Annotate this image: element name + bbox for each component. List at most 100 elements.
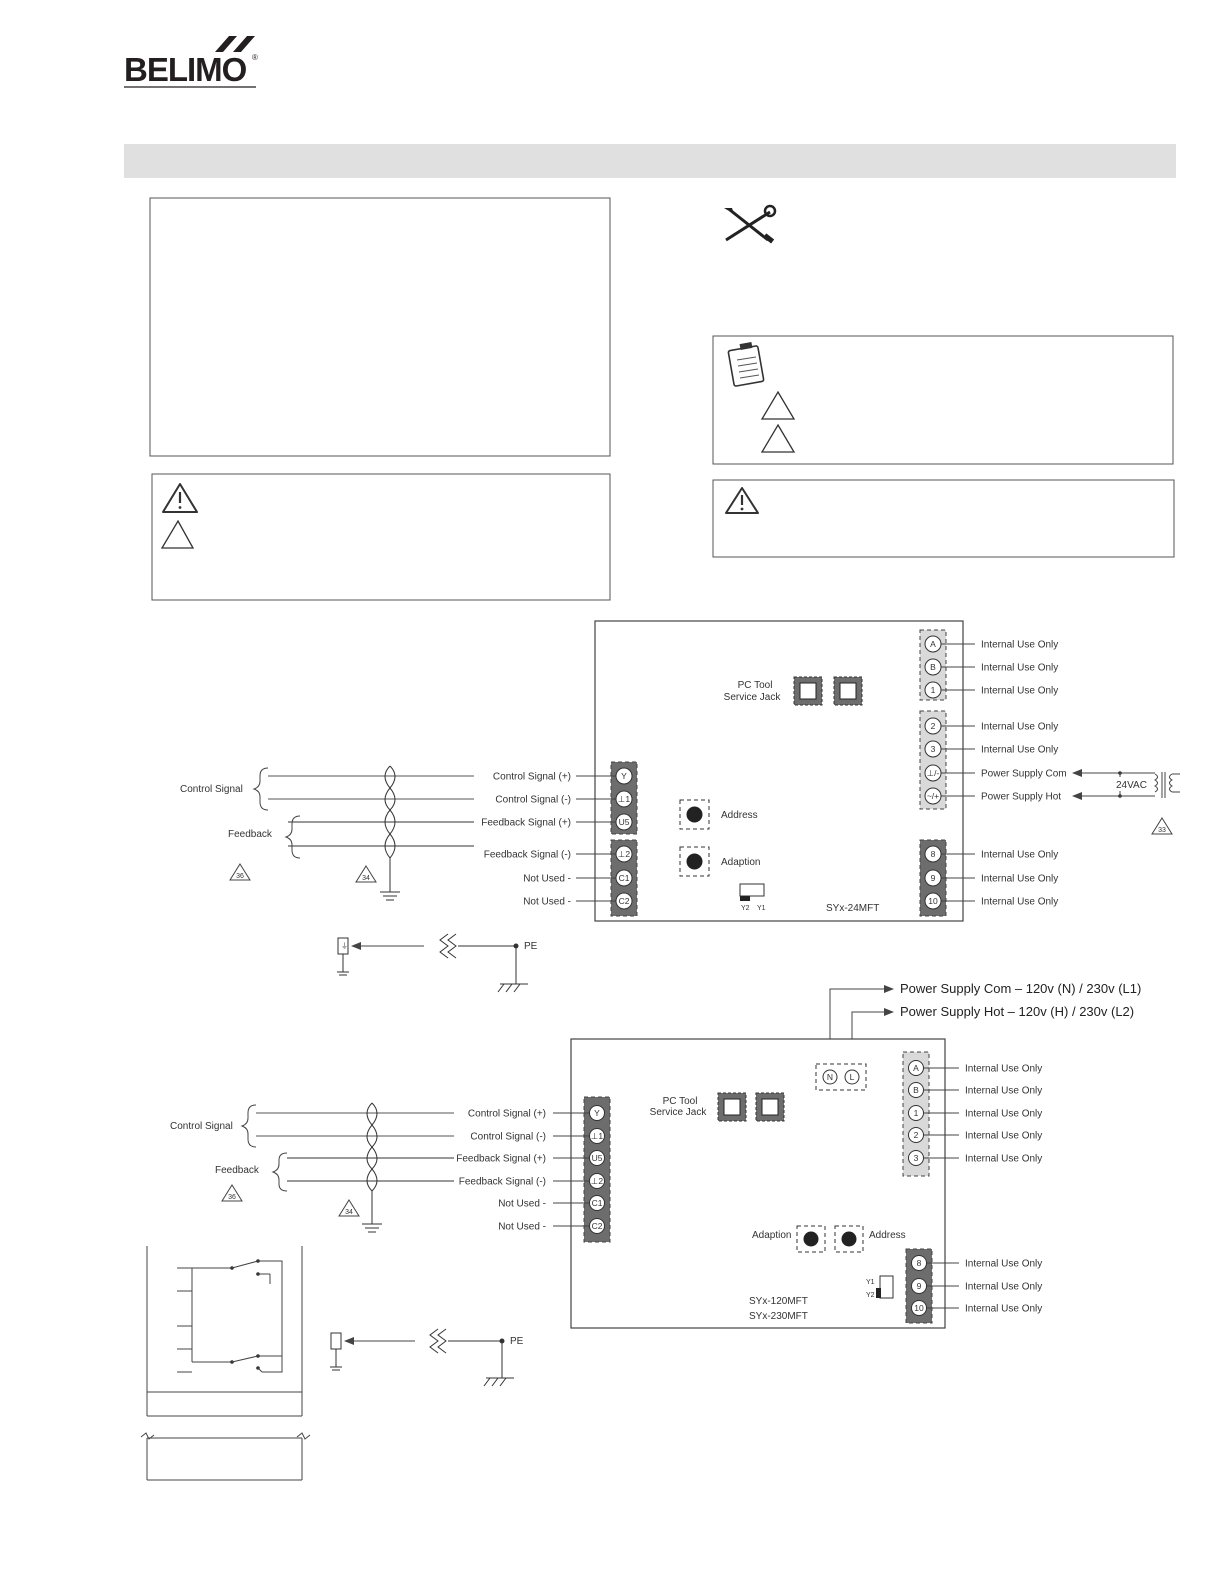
terminal-code: ⊥2 — [591, 1176, 603, 1186]
terminal-screw[interactable] — [924, 740, 942, 758]
terminal-label: Internal Use Only — [965, 1304, 1042, 1315]
terminal-screw[interactable] — [589, 1128, 605, 1144]
terminal-screw[interactable] — [615, 845, 633, 863]
terminal-l[interactable] — [844, 1069, 860, 1085]
terminal-screw[interactable] — [908, 1150, 924, 1166]
terminal-screw[interactable] — [908, 1060, 924, 1076]
terminal-label: Not Used - — [523, 897, 571, 908]
terminal-screw[interactable] — [924, 658, 942, 676]
feedback-group-label: Feedback — [228, 829, 273, 840]
triangle-icon — [760, 390, 796, 420]
terminal-label: Not Used - — [498, 1222, 546, 1233]
terminal-screw[interactable] — [908, 1127, 924, 1143]
terminal-screw[interactable] — [924, 869, 942, 887]
terminal-label: Not Used - — [523, 874, 571, 885]
terminal-screw[interactable] — [589, 1105, 605, 1121]
clipboard-icon — [727, 342, 765, 387]
terminal-label: Control Signal (+) — [493, 772, 571, 783]
terminal-screw[interactable] — [911, 1300, 927, 1316]
terminal-n[interactable] — [822, 1069, 838, 1085]
terminal-screw[interactable] — [924, 717, 942, 735]
terminal-screw[interactable] — [589, 1150, 605, 1166]
terminal-screw[interactable] — [924, 845, 942, 863]
terminal-screw[interactable] — [924, 787, 942, 805]
service-jack-2[interactable] — [833, 676, 863, 706]
supply-com-label: Power Supply Com – 120v (N) / 230v (L1) — [900, 981, 1141, 996]
terminal-code: 2 — [931, 721, 936, 731]
terminal-screw[interactable] — [924, 681, 942, 699]
address-button[interactable] — [679, 799, 710, 830]
terminal-code: 9 — [917, 1281, 922, 1291]
note-ref-34: 34 — [355, 865, 377, 883]
terminal-screw[interactable] — [924, 635, 942, 653]
service-jack-1[interactable] — [793, 676, 823, 706]
terminal-screw[interactable] — [911, 1278, 927, 1294]
terminal-screw[interactable] — [589, 1218, 605, 1234]
wiring-diagram-120v-230v: Power Supply Com – 120v (N) / 230v (L1) … — [140, 981, 1141, 1481]
terminal-label: Internal Use Only — [965, 1282, 1042, 1293]
terminal-screw[interactable] — [908, 1082, 924, 1098]
terminal-screw[interactable] — [589, 1195, 605, 1211]
service-jack-2[interactable] — [755, 1092, 785, 1122]
terminal-x[interactable]: ⊥/-Power Supply Com — [924, 764, 1067, 782]
terminal-code: ⊥1 — [591, 1131, 603, 1141]
terminal-screw[interactable] — [615, 813, 633, 831]
logo-stripe-1 — [215, 36, 237, 52]
terminal-screw[interactable] — [908, 1105, 924, 1121]
terminal-x[interactable]: ~/+Power Supply Hot — [924, 787, 1061, 805]
terminal-code: Y — [621, 771, 627, 781]
terminal-screw[interactable] — [589, 1173, 605, 1189]
note-ref-33: 33 — [1151, 817, 1173, 835]
terminal-9[interactable]: 9 Internal Use Only — [911, 1278, 1043, 1294]
logo-stripe-2 — [233, 36, 255, 52]
terminal-screw[interactable] — [924, 764, 942, 782]
terminal-code: C1 — [619, 873, 630, 883]
direction-switch[interactable] — [739, 883, 765, 901]
terminal-y[interactable]: Y Control Signal (+) — [493, 767, 633, 785]
terminal-code: U5 — [619, 817, 630, 827]
terminal-c1[interactable]: C1 Not Used - — [523, 869, 633, 887]
svg-text:34: 34 — [362, 875, 370, 882]
terminal-screw[interactable] — [615, 790, 633, 808]
terminal-screw[interactable] — [615, 869, 633, 887]
terminal-label: Control Signal (+) — [468, 1109, 546, 1120]
terminal-code: 3 — [914, 1153, 919, 1163]
direction-switch[interactable] — [876, 1275, 894, 1299]
adaption-button[interactable] — [679, 846, 710, 877]
terminal-label: Internal Use Only — [981, 850, 1058, 861]
control-signal-brace — [252, 767, 269, 811]
terminal-screw[interactable] — [911, 1255, 927, 1271]
terminal-label: Power Supply Hot — [981, 792, 1061, 803]
terminal-screw[interactable] — [615, 892, 633, 910]
service-jack-1[interactable] — [717, 1092, 747, 1122]
adaption-button[interactable] — [796, 1225, 826, 1253]
terminal-screw[interactable] — [924, 892, 942, 910]
terminal-screw[interactable] — [615, 767, 633, 785]
address-button[interactable] — [834, 1225, 864, 1253]
